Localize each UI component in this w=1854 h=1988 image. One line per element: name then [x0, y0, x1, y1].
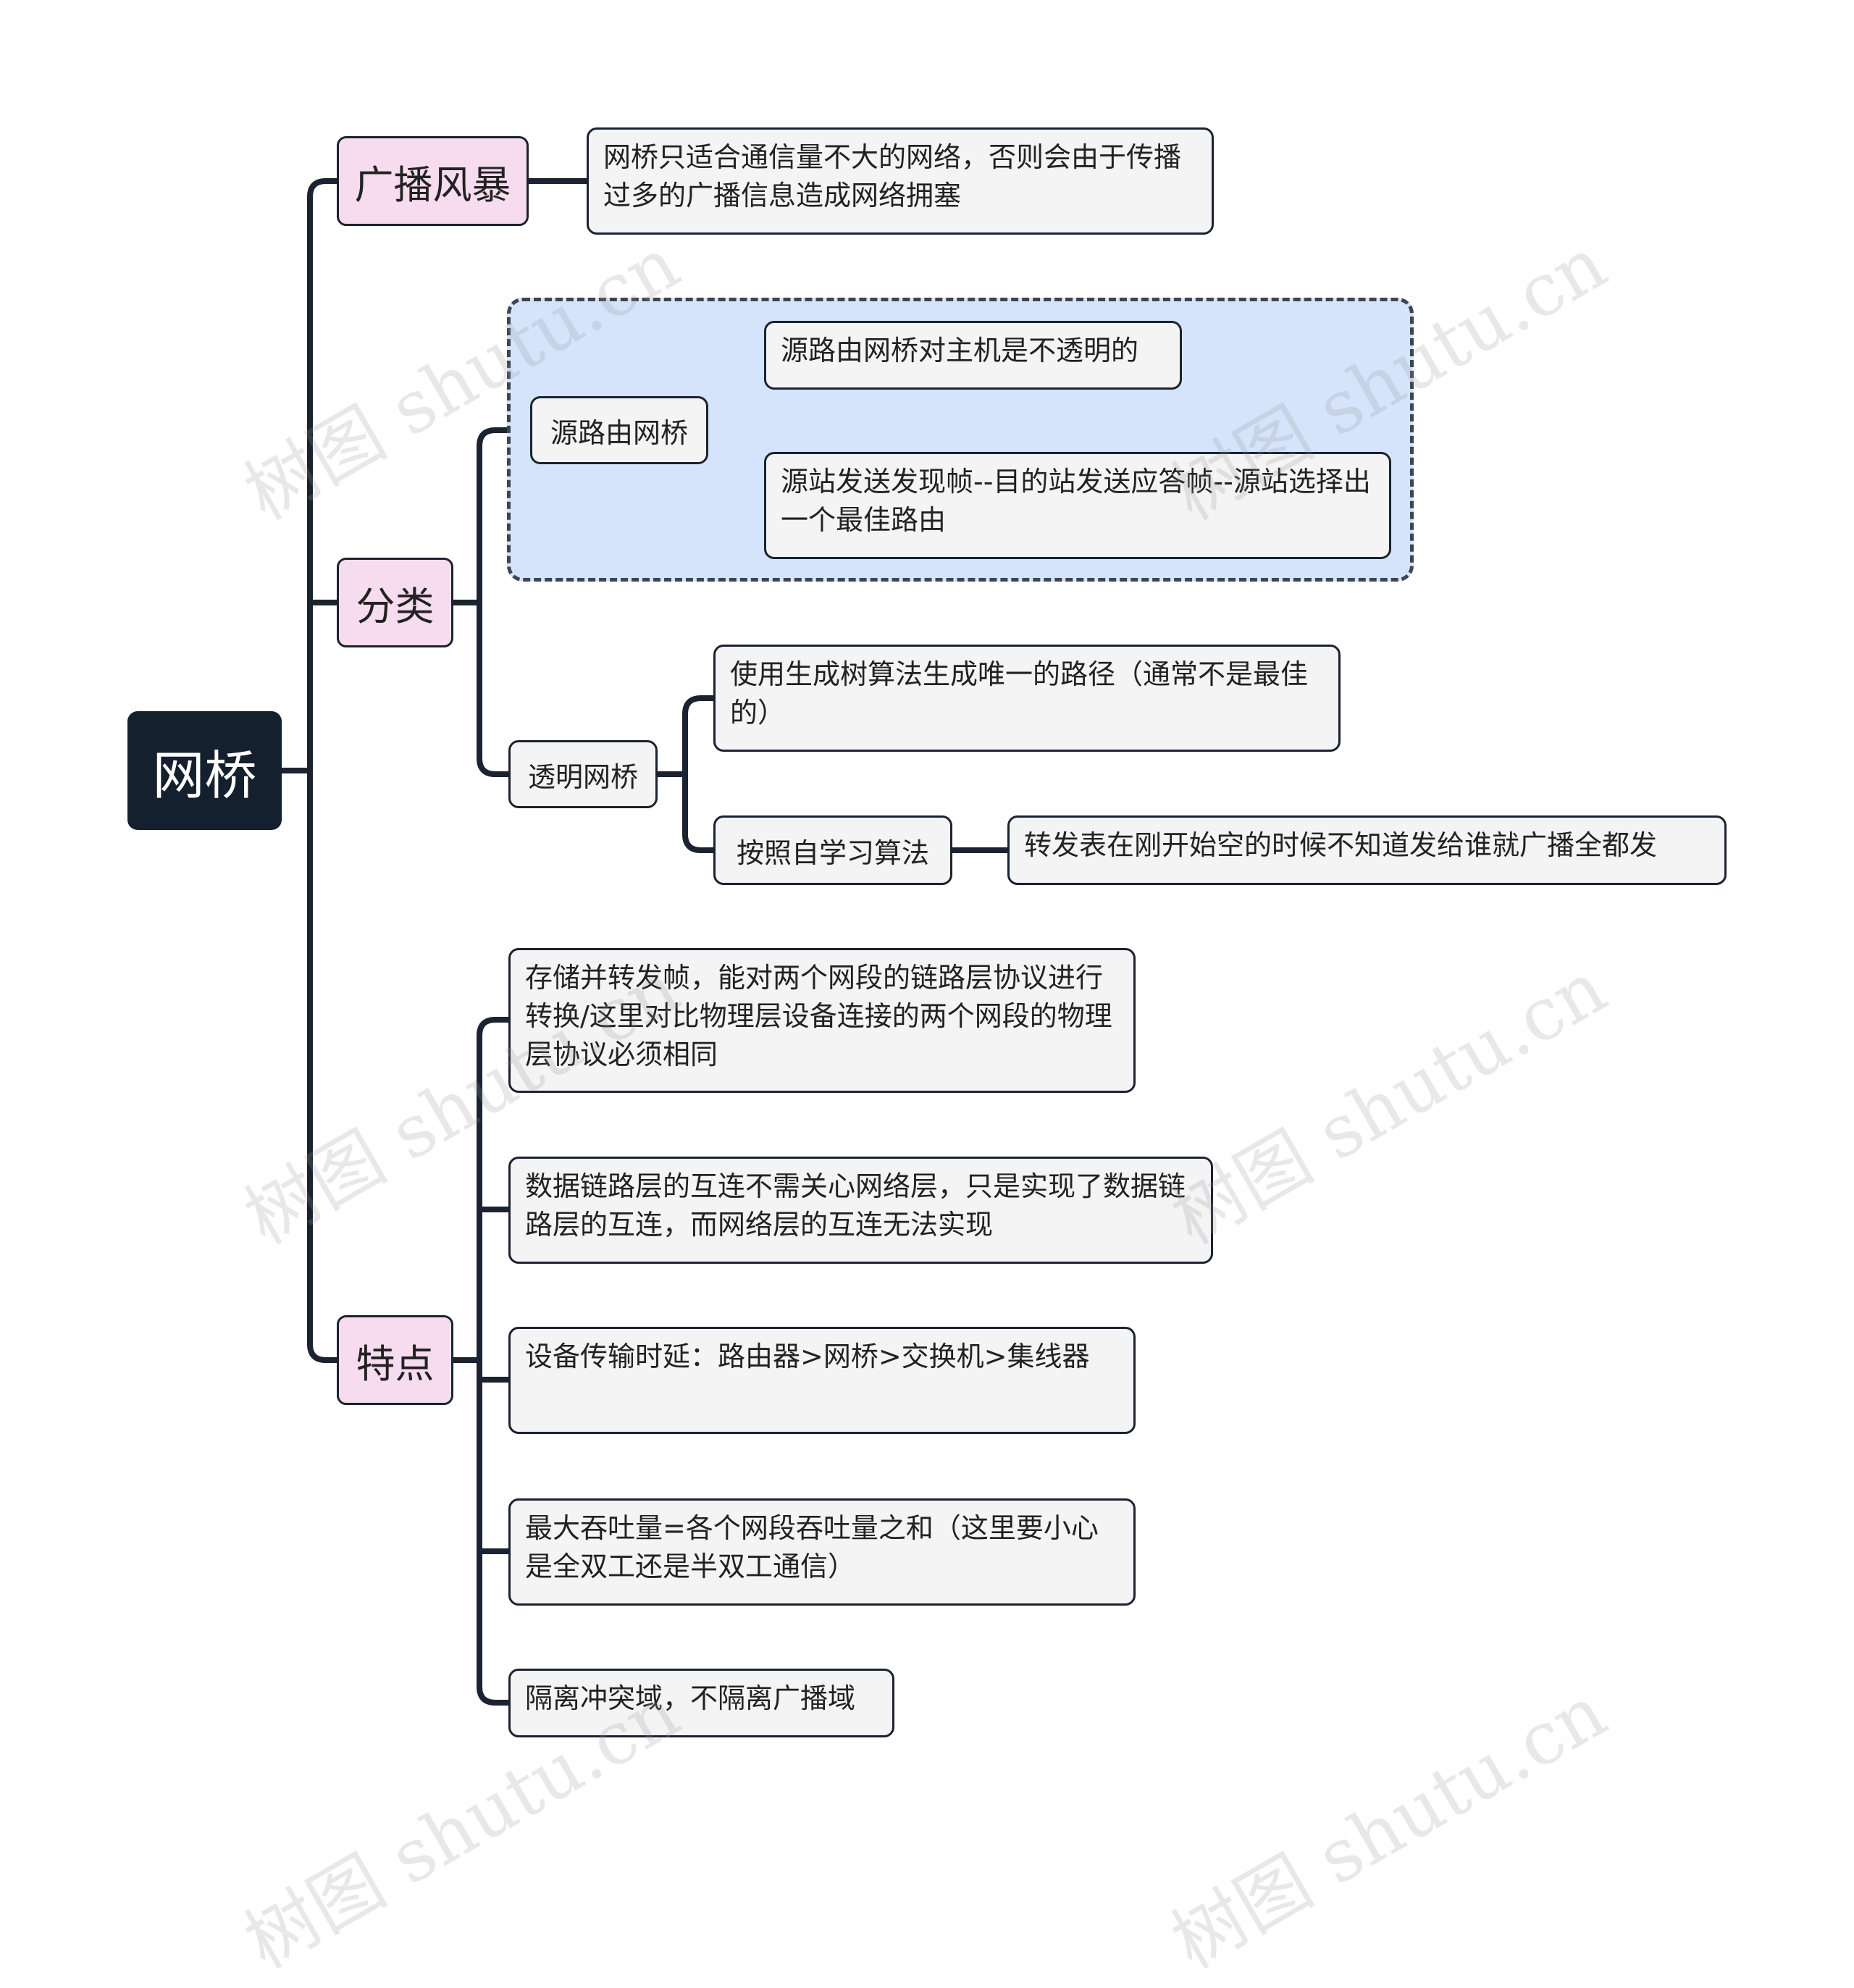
- topic-label: 分类: [356, 583, 435, 629]
- source-route-child-2[interactable]: 源站发送发现帧--目的站发送应答帧--源站选择出一个最佳路由: [764, 452, 1391, 559]
- node-label: 源路由网桥: [550, 416, 688, 449]
- source-route-child-1[interactable]: 源路由网桥对主机是不透明的: [764, 321, 1182, 390]
- connector-lines: [279, 178, 1010, 1706]
- source-route-bridge-node[interactable]: 源路由网桥: [530, 396, 708, 464]
- topic-label: 特点: [356, 1341, 435, 1387]
- self-learning-note[interactable]: 转发表在刚开始空的时候不知道发给谁就广播全都发: [1007, 815, 1727, 885]
- spanning-tree-node[interactable]: 使用生成树算法生成唯一的路径（通常不是最佳的）: [713, 645, 1341, 752]
- leaf-text: 源站发送发现帧--目的站发送应答帧--源站选择出一个最佳路由: [781, 466, 1371, 536]
- feature-item[interactable]: 数据链路层的互连不需关心网络层，只是实现了数据链路层的互连，而网络层的互连无法实…: [508, 1157, 1213, 1264]
- leaf-text: 源路由网桥对主机是不透明的: [781, 335, 1139, 366]
- feature-text: 数据链路层的互连不需关心网络层，只是实现了数据链路层的互连，而网络层的互连无法实…: [525, 1170, 1186, 1241]
- feature-item[interactable]: 隔离冲突域，不隔离广播域: [508, 1669, 894, 1737]
- leaf-text: 使用生成树算法生成唯一的路径（通常不是最佳的）: [730, 658, 1309, 729]
- transparent-bridge-node[interactable]: 透明网桥: [508, 740, 658, 808]
- self-learning-node[interactable]: 按照自学习算法: [713, 815, 952, 885]
- feature-item[interactable]: 最大吞吐量=各个网段吞吐量之和（这里要小心是全双工还是半双工通信）: [508, 1498, 1136, 1606]
- note-text: 网桥只适合通信量不大的网络，否则会由于传播过多的广播信息造成网络拥塞: [603, 141, 1182, 211]
- feature-text: 设备传输时延：路由器>网桥>交换机>集线器: [525, 1341, 1090, 1372]
- feature-item[interactable]: 存储并转发帧，能对两个网段的链路层协议进行转换/这里对比物理层设备连接的两个网段…: [508, 948, 1136, 1093]
- topic-features[interactable]: 特点: [337, 1315, 453, 1405]
- leaf-text: 转发表在刚开始空的时候不知道发给谁就广播全都发: [1024, 829, 1658, 861]
- feature-text: 最大吞吐量=各个网段吞吐量之和（这里要小心是全双工还是半双工通信）: [525, 1512, 1099, 1582]
- topic-broadcast-storm[interactable]: 广播风暴: [337, 136, 529, 226]
- node-label: 透明网桥: [527, 760, 638, 793]
- topic-label: 广播风暴: [354, 162, 511, 208]
- feature-text: 隔离冲突域，不隔离广播域: [525, 1682, 856, 1714]
- broadcast-storm-note[interactable]: 网桥只适合通信量不大的网络，否则会由于传播过多的广播信息造成网络拥塞: [587, 127, 1214, 235]
- root-label: 网桥: [152, 745, 257, 806]
- topic-classification[interactable]: 分类: [337, 558, 453, 647]
- root-node-bridge[interactable]: 网桥: [127, 711, 282, 830]
- feature-text: 存储并转发帧，能对两个网段的链路层协议进行转换/这里对比物理层设备连接的两个网段…: [525, 962, 1112, 1070]
- node-label: 按照自学习算法: [736, 836, 929, 869]
- feature-item[interactable]: 设备传输时延：路由器>网桥>交换机>集线器: [508, 1327, 1136, 1434]
